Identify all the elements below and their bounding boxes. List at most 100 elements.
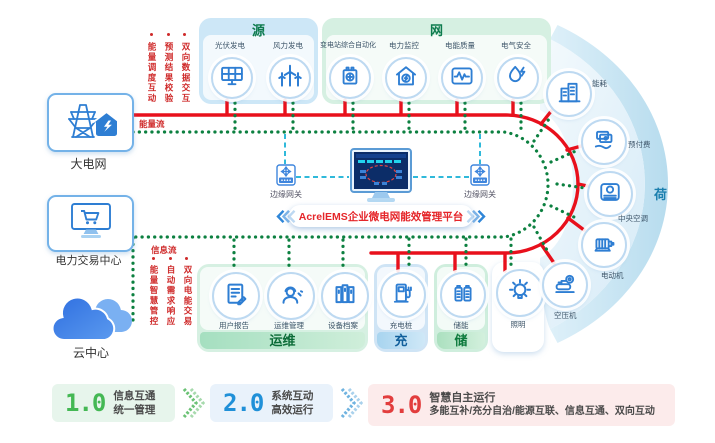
trade-card — [47, 195, 134, 252]
report-node — [212, 272, 260, 320]
tower-home-icon — [58, 99, 124, 146]
cloud-label: 云中心 — [72, 346, 109, 360]
charger-node — [380, 272, 426, 318]
archive-icon — [330, 279, 360, 314]
panel-ops-title: 运维 — [200, 332, 365, 349]
solar-icon — [218, 62, 246, 95]
substation-icon — [336, 62, 364, 95]
archive-label: 设备档案 — [328, 321, 358, 330]
prepaid-node — [581, 119, 627, 165]
stage-3-box: 3.0 智慧自主运行 多能互补/充分自治/能源互联、信息互通、双向互动 — [368, 384, 675, 426]
panel-charge-title: 充 — [377, 332, 425, 349]
exchange-notes-bottom: 双向电能交易 自动需求响应 能量智慧管控 — [148, 265, 194, 327]
bulb-icon — [505, 276, 535, 311]
power-quality-node — [441, 57, 483, 99]
load-arc-title: 荷 — [654, 187, 668, 202]
worker-label: 运维管理 — [274, 321, 304, 330]
edge-gateway-right-icon — [470, 164, 490, 191]
energy-flow-label: 能量流 — [139, 119, 165, 129]
energy-usage-label: 能耗 — [592, 79, 607, 88]
platform-banner: AcrelEMS企业微电网能效管理平台 — [276, 205, 486, 227]
power-quality-label: 电能质量 — [445, 41, 475, 50]
exchange-notes-top: 双向数据交互 预测结果校验 能量调度互动 — [146, 42, 192, 104]
note-top-2: 预测结果校验 — [164, 42, 174, 104]
grid-card-label: 大电网 — [70, 157, 107, 171]
battery-node — [440, 272, 486, 318]
lighting-node — [496, 269, 544, 317]
worker-icon — [276, 279, 306, 314]
electric-safety-icon — [504, 62, 532, 95]
panel-source-title: 源 — [251, 23, 265, 38]
stage-1-box: 1.0 信息互通 统一管理 — [52, 384, 175, 422]
monitor-cart-icon — [63, 202, 119, 245]
panel-storage-title: 储 — [437, 332, 485, 349]
note-top-1: 双向数据交互 — [181, 42, 191, 104]
trade-card-label: 电力交易中心 — [55, 255, 122, 267]
archive-node — [321, 272, 369, 320]
stage-1-line-2: 统一管理 — [113, 404, 156, 416]
compressor-node — [542, 262, 588, 308]
motor-label: 电动机 — [601, 271, 624, 280]
substation-node — [329, 57, 371, 99]
stage-arrow-blue-icon — [340, 387, 364, 419]
stage-2-box: 2.0 系统互动 高效运行 — [210, 384, 333, 422]
wind-label: 风力发电 — [273, 41, 303, 50]
battery-label: 储能 — [453, 321, 469, 330]
stage-2-line-1: 系统互动 — [271, 390, 314, 402]
chevrons-left-icon — [276, 209, 296, 223]
electric-safety-label: 电气安全 — [501, 41, 531, 50]
prepaid-label: 预付费 — [628, 140, 651, 149]
battery-icon — [449, 279, 477, 312]
substation-label: 变电站综合自动化 — [320, 42, 376, 49]
worker-node — [267, 272, 315, 320]
compressor-icon — [551, 269, 579, 302]
prepaid-icon — [590, 126, 618, 159]
ellipsis-dots-top — [150, 33, 186, 36]
platform-monitor — [350, 148, 412, 210]
chevrons-right-icon — [466, 209, 486, 223]
note-bottom-2: 自动需求响应 — [166, 265, 176, 327]
charger-label: 充电桩 — [389, 321, 413, 330]
stage-3-line-1: 智慧自主运行 — [429, 392, 496, 404]
stage-1-line-1: 信息互通 — [113, 390, 156, 402]
electric-safety-node — [497, 57, 539, 99]
note-top-3: 能量调度互动 — [147, 42, 157, 104]
note-bottom-1: 双向电能交易 — [183, 265, 193, 327]
stage-2-line-2: 高效运行 — [271, 404, 314, 416]
motor-node — [581, 222, 627, 268]
motor-icon — [590, 229, 618, 262]
power-monitor-node — [385, 57, 427, 99]
wind-turbine-icon — [275, 61, 305, 96]
info-flow-label: 信息流 — [151, 245, 177, 255]
power-monitor-label: 电力监控 — [389, 41, 419, 50]
edge-gateway-left-label: 边缘网关 — [270, 190, 302, 199]
stage-3-line-2: 多能互补/充分自治/能源互联、信息互通、双向互动 — [429, 406, 655, 417]
platform-banner-text: AcrelEMS企业微电网能效管理平台 — [298, 210, 464, 223]
charger-icon — [389, 279, 417, 312]
stage-2-version: 2.0 — [223, 389, 264, 417]
buildings-icon — [555, 78, 583, 111]
note-bottom-3: 能量智慧管控 — [149, 265, 159, 327]
power-quality-icon — [448, 62, 476, 95]
stage-1-version: 1.0 — [65, 389, 106, 417]
cloud-icon — [44, 288, 138, 351]
panel-grid-title: 网 — [429, 23, 443, 38]
compressor-label: 空压机 — [554, 311, 577, 320]
power-monitor-icon — [392, 62, 420, 95]
ellipsis-dots-bottom — [152, 257, 188, 260]
stage-arrow-green-icon — [182, 387, 206, 419]
hvac-icon — [596, 178, 624, 211]
solar-label: 光伏发电 — [215, 41, 245, 50]
grid-card — [47, 93, 134, 152]
stage-3-version: 3.0 — [381, 391, 422, 419]
report-label: 用户报告 — [219, 321, 249, 330]
lighting-label: 照明 — [510, 320, 526, 329]
wind-node — [269, 57, 311, 99]
energy-usage-node — [546, 71, 592, 117]
report-icon — [221, 279, 251, 314]
edge-gateway-left-icon — [276, 164, 296, 191]
hvac-label: 中央空调 — [618, 214, 648, 223]
edge-gateway-right-label: 边缘网关 — [464, 190, 496, 199]
hvac-node — [587, 171, 633, 217]
